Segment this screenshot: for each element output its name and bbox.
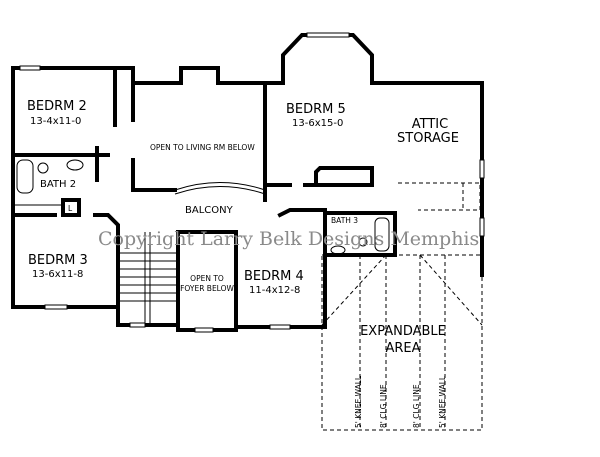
living-open-label: OPEN TO LIVING RM BELOW <box>150 143 255 152</box>
attic-label-2: STORAGE <box>397 131 459 146</box>
bath3-label: BATH 3 <box>331 216 358 225</box>
bedrm2-label: BEDRM 2 <box>27 99 87 114</box>
balcony-label: BALCONY <box>185 205 234 216</box>
attic-label-1: ATTIC <box>412 117 448 132</box>
expandable-label-2: AREA <box>385 341 420 356</box>
foyer-open-label-2: FOYER BELOW <box>180 284 234 293</box>
bath2-label: BATH 2 <box>40 179 76 190</box>
copyright-watermark: Copyright Larry Belk Designs Memphis <box>98 228 479 250</box>
bedrm5-size: 13-6x15-0 <box>292 118 343 129</box>
walls <box>11 32 485 333</box>
linen-label: L <box>68 204 73 213</box>
ceiling-line-note-right: 8' CLG LINE <box>412 384 421 428</box>
ceiling-line-note-left: 8' CLG LINE <box>379 384 388 428</box>
stairs <box>118 232 178 325</box>
bedrm4-size: 11-4x12-8 <box>249 285 300 296</box>
bedrm3-label: BEDRM 3 <box>28 253 88 268</box>
knee-wall-note-left: 5' KNEE WALL <box>354 375 363 428</box>
bedrm2-size: 13-4x11-0 <box>30 116 81 127</box>
bedrm3-size: 13-6x11-8 <box>32 269 83 280</box>
expandable-label-1: EXPANDABLE <box>360 324 446 339</box>
foyer-open-label-1: OPEN TO <box>190 274 224 283</box>
knee-wall-note-right: 5' KNEE WALL <box>438 375 447 428</box>
bedrm4-label: BEDRM 4 <box>244 269 304 284</box>
bedrm5-label: BEDRM 5 <box>286 102 346 117</box>
expandable-area-outline <box>321 182 483 431</box>
